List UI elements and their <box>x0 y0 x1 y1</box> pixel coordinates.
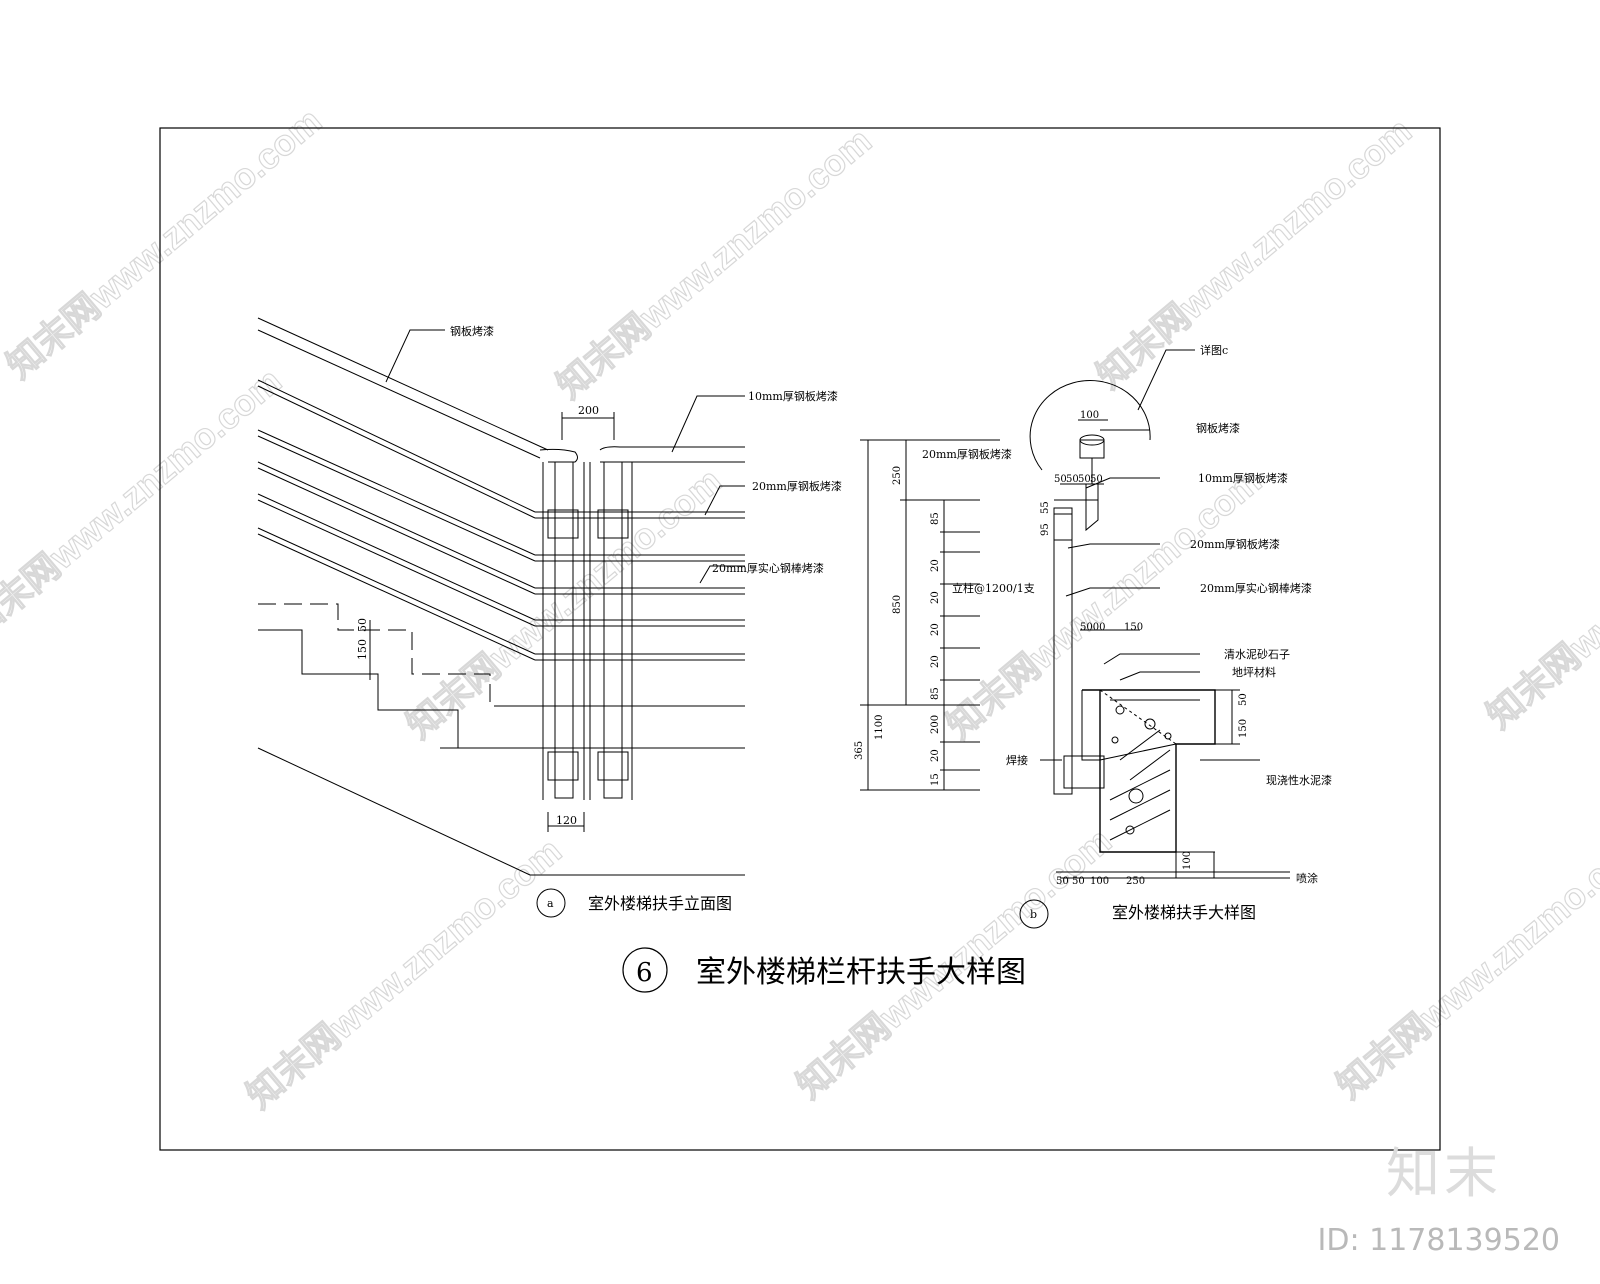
dim-mid-150: 150 <box>1124 622 1143 633</box>
dim-rail-space: 20 <box>930 623 941 636</box>
image-id: ID: 1178139520 <box>1317 1223 1560 1258</box>
label-rail-20mm: 20mm厚钢板烤漆 <box>752 479 842 493</box>
drawing-frame <box>159 127 1441 1151</box>
dim-mid: 850 <box>892 595 903 614</box>
label-cement-mortar: 清水泥砂石子 <box>1224 648 1290 661</box>
dim-bottom: 365 <box>854 741 865 760</box>
main-title: 室外楼梯栏杆扶手大样图 <box>696 955 1026 990</box>
label-top-rail: 钢板烤漆 <box>450 324 494 338</box>
label-rail-10mm: 10mm厚钢板烤漆 <box>748 389 838 403</box>
dim-base-20: 20 <box>930 749 941 762</box>
label-post: 立柱@1200/1支 <box>952 581 1035 595</box>
dim-rail-space: 20 <box>930 655 941 668</box>
dim-top: 250 <box>892 466 903 485</box>
label-weld: 焊接 <box>1006 753 1028 767</box>
watermark-text: 知末网www.znzmo.com <box>399 460 729 746</box>
dim-rail-space-top: 85 <box>930 512 941 525</box>
watermark-text: 知末网www.znzmo.com <box>939 460 1269 746</box>
dim-w50c: 50 <box>1078 474 1091 485</box>
label-floor-finish: 地坪材料 <box>1232 665 1276 679</box>
caption-b: 室外楼梯扶手大样图 <box>1112 903 1256 922</box>
watermark-text: 知末网www.znzmo.com <box>1329 820 1600 1106</box>
watermark-text: 知末网www.znzmo.com <box>549 120 879 406</box>
dim-v95: 95 <box>1040 523 1051 536</box>
dim-base-15: 15 <box>930 773 941 786</box>
label-plate-10mm: 10mm厚钢板烤漆 <box>1198 471 1288 485</box>
main-title-group: 6 室外楼梯栏杆扶手大样图 <box>622 947 1026 993</box>
dim-riser: 150 <box>356 639 369 660</box>
label-concrete: 现浇性水泥漆 <box>1266 773 1332 787</box>
label-spray: 喷涂 <box>1296 871 1318 885</box>
watermark-text: 知末网www.znzmo.com <box>239 830 569 1116</box>
dim-w50d: 50 <box>1090 474 1103 485</box>
dim-rail-space: 20 <box>930 591 941 604</box>
dim-bot-250: 250 <box>1126 876 1145 887</box>
label-plate-20mm-top: 20mm厚钢板烤漆 <box>922 447 1012 461</box>
dim-rail-space-bottom: 85 <box>930 687 941 700</box>
detail-view-b-labels: 详图c 钢板烤漆 20mm厚钢板烤漆 10mm厚钢板烤漆 20mm厚钢板烤漆 2… <box>854 343 1332 922</box>
caption-a: 室外楼梯扶手立面图 <box>588 894 732 913</box>
dim-v100: 100 <box>1182 851 1193 870</box>
dim-post-width: 120 <box>556 814 577 827</box>
title-number-circle <box>622 947 668 993</box>
brand-logo: 知末 <box>1386 1142 1502 1205</box>
view-label-b: b <box>1030 908 1037 921</box>
dim-bot-50b: 50 <box>1072 876 1085 887</box>
label-see-c: 详图c <box>1200 343 1228 357</box>
detail-view-b <box>860 349 1290 929</box>
watermark-text: 知末网www.znzmo.com <box>0 360 289 646</box>
dim-mid-5000: 5000 <box>1080 622 1105 633</box>
watermark-text: 知末网www.znzmo.com <box>1479 450 1600 736</box>
elevation-view-a-labels: 钢板烤漆 10mm厚钢板烤漆 20mm厚钢板烤漆 20mm厚实心钢棒烤漆 200… <box>356 324 842 913</box>
dim-step-150: 150 <box>1238 719 1249 738</box>
dim-rail-space: 20 <box>930 559 941 572</box>
dim-step-50: 50 <box>1238 693 1249 706</box>
elevation-view-a <box>257 317 745 918</box>
label-handrail: 钢板烤漆 <box>1196 421 1240 435</box>
dim-base-200: 200 <box>930 715 941 734</box>
dim-v55: 55 <box>1040 501 1051 514</box>
dim-overall: 1100 <box>874 715 885 740</box>
watermark-text: 知末网www.znzmo.com <box>0 100 329 386</box>
watermark-text: 知末网www.znzmo.com <box>1089 110 1419 396</box>
dim-w50b: 50 <box>1066 474 1079 485</box>
dim-handrail-dia: 100 <box>1080 410 1099 421</box>
dim-bot-100: 100 <box>1090 876 1109 887</box>
dim-post-gap: 200 <box>578 404 599 417</box>
label-bar-20mm: 20mm厚实心钢棒烤漆 <box>1200 581 1312 595</box>
view-label-a: a <box>547 897 554 910</box>
label-bar-20mm: 20mm厚实心钢棒烤漆 <box>712 561 824 575</box>
label-plate-20mm: 20mm厚钢板烤漆 <box>1190 537 1280 551</box>
dim-bot-50a: 50 <box>1056 876 1069 887</box>
title-number: 6 <box>636 958 653 988</box>
dim-w50a: 50 <box>1054 474 1067 485</box>
dim-step: 50 <box>356 618 369 632</box>
